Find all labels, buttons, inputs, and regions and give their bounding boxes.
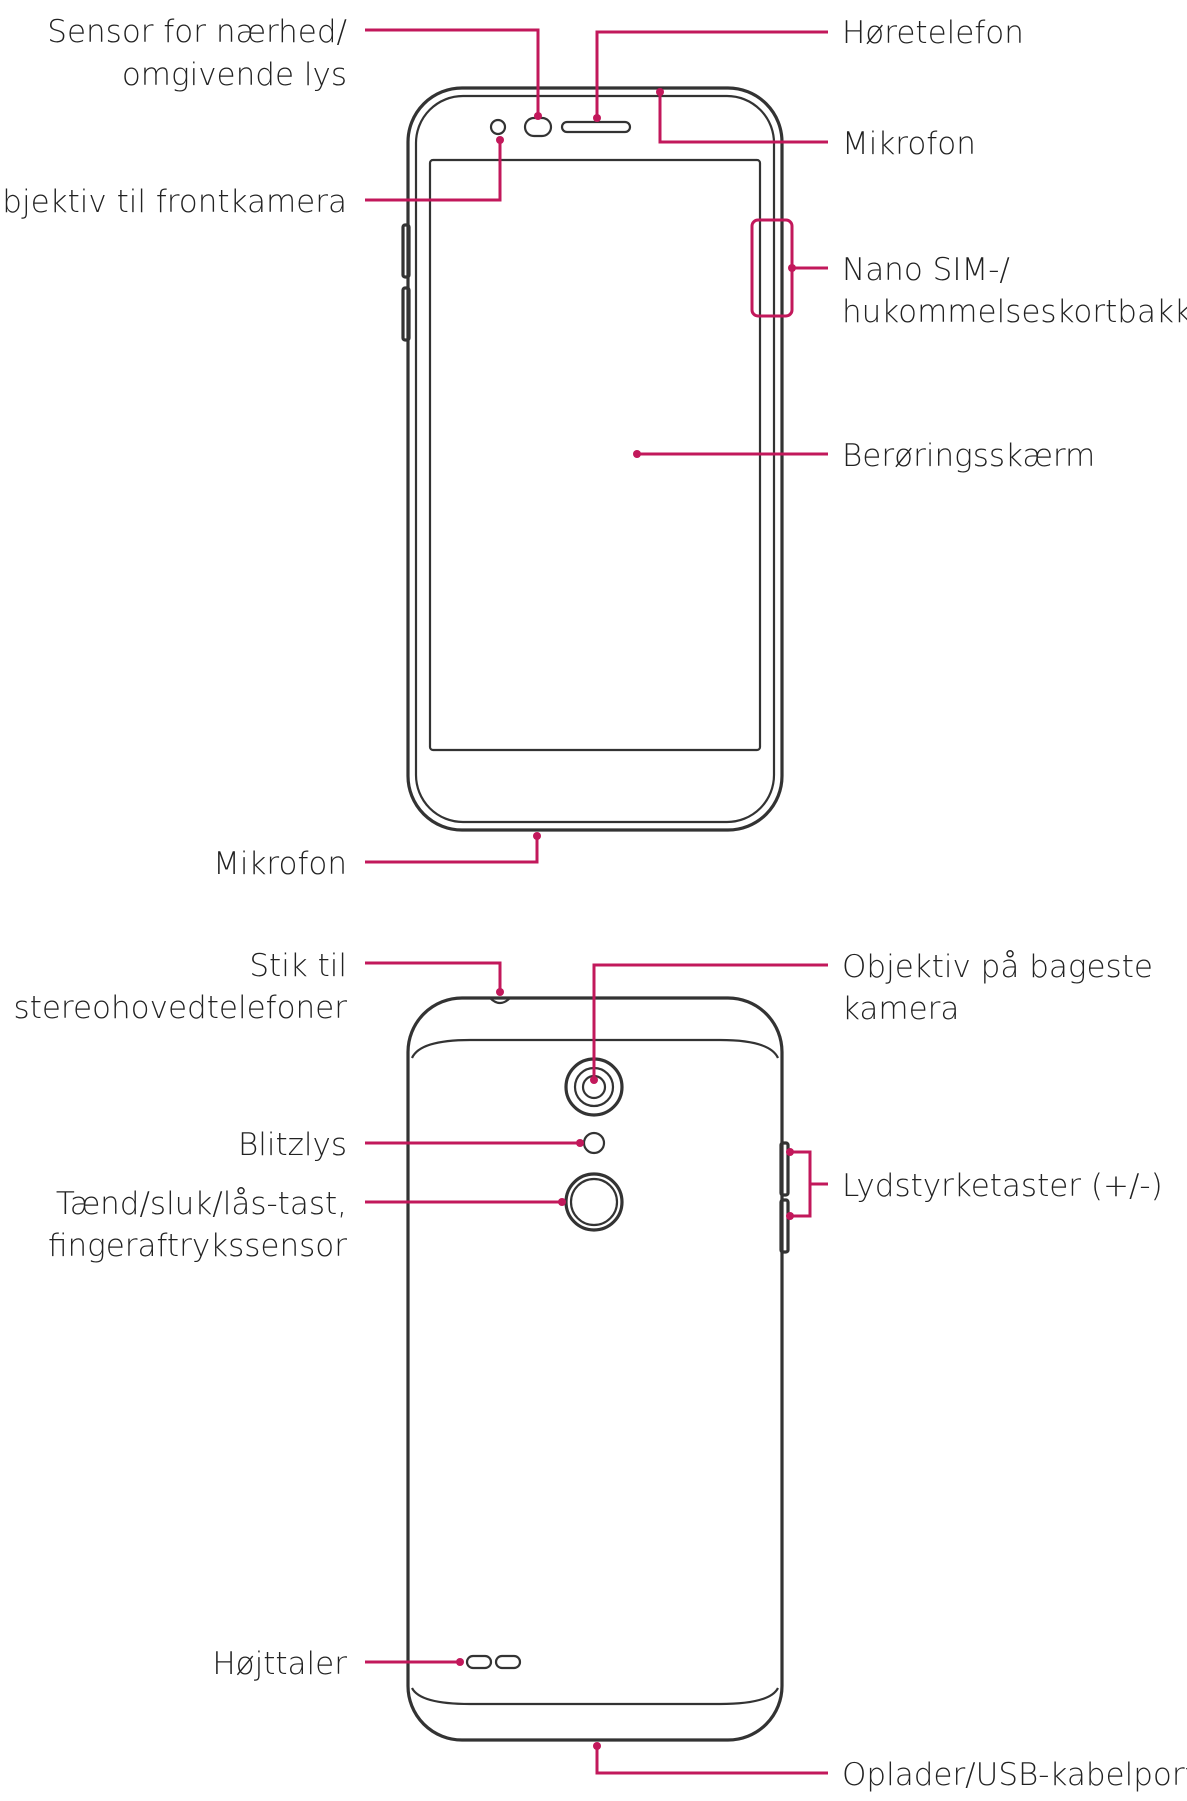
label-microphone-top: Mikrofon [842,126,976,162]
label-speaker: Højttaler [212,1646,347,1682]
volume-down-key [779,1198,790,1254]
speaker-icon [465,1654,522,1670]
label-earpiece: Høretelefon [842,15,1024,51]
front-labels: Sensor for nærhed/ omgivende lys Objekti… [0,14,1187,882]
label-headset-jack-line2: stereohovedtelefoner [14,990,348,1026]
label-charger-port: Oplader/USB-kabelport [842,1757,1187,1793]
label-touchscreen: Berøringsskærm [842,438,1095,474]
earpiece-icon [560,120,632,134]
label-flash: Blitzlys [238,1127,347,1163]
front-camera-icon [523,116,553,138]
front-callouts [365,28,828,864]
proximity-sensor-icon [489,118,507,136]
label-power-key-line2: fingeraftrykssensor [48,1228,347,1264]
label-proximity-sensor-line1: Sensor for nærhed/ [47,14,347,50]
label-volume-keys: Lydstyrketaster (+/-) [842,1168,1163,1204]
flash-icon [582,1131,606,1155]
back-labels: Stik til stereohovedtelefoner Objektiv p… [14,948,1187,1793]
volume-up-key [779,1141,790,1197]
label-sim-tray-line1: Nano SIM-/ [842,252,1010,288]
fingerprint-sensor-icon [564,1172,624,1232]
label-rear-camera-line2: kamera [842,991,959,1027]
label-proximity-sensor-line2: omgivende lys [122,57,347,93]
label-microphone-bottom: Mikrofon [213,846,347,882]
sim-tray-highlight [750,218,794,318]
label-sim-tray-line2: hukommelseskortbakke [842,294,1187,330]
back-callouts [365,961,828,1775]
label-power-key-line1: Tænd/sluk/lås-tast, [56,1186,347,1222]
label-headset-jack-line1: Stik til [249,948,347,984]
label-front-camera: Objektiv til frontkamera [0,184,347,220]
label-rear-camera-line1: Objektiv på bageste [842,949,1153,985]
back-phone-outline [406,996,790,1742]
